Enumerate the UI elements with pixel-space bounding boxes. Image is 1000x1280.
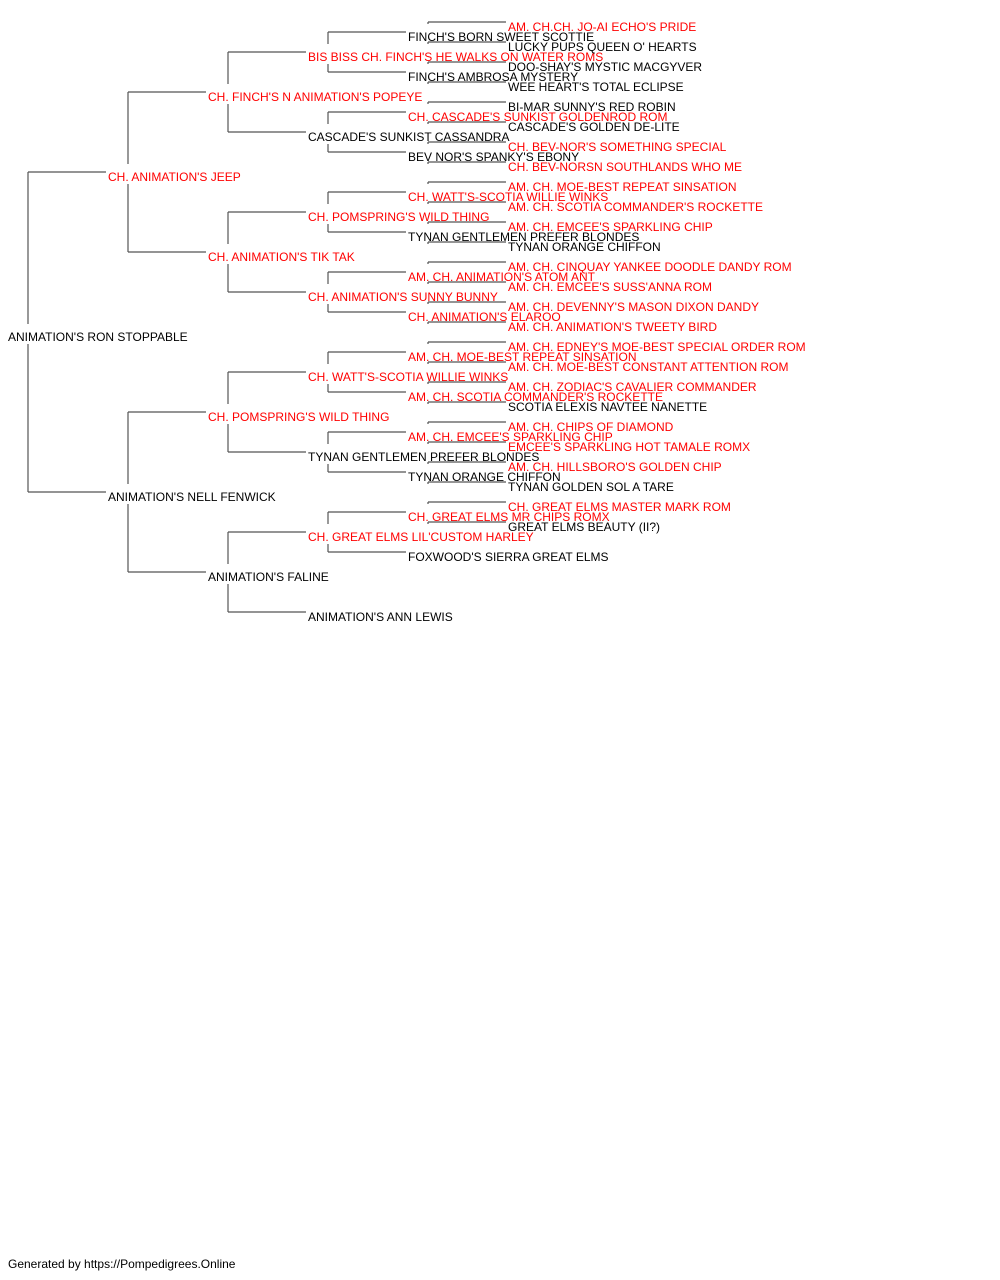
dog-name-gen5: AM. CH. ZODIAC'S CAVALIER COMMANDER <box>508 380 757 394</box>
dog-name-gen5: TYNAN GOLDEN SOL A TARE <box>508 480 674 494</box>
dog-name-gen5: AM. CH.CH. JO-AI ECHO'S PRIDE <box>508 20 697 34</box>
dog-name-gen2: ANIMATION'S FALINE <box>208 570 329 584</box>
dog-name-gen4: CH. ANIMATION'S ELAROO <box>408 310 561 324</box>
dog-name-gen4: AM. CH. ANIMATION'S ATOM ANT <box>408 270 595 284</box>
dog-name-gen5: BI-MAR SUNNY'S RED ROBIN <box>508 100 676 114</box>
dog-name-gen4: TYNAN GENTLEMEN PREFER BLONDES <box>408 230 640 244</box>
dog-name-gen5: GREAT ELMS BEAUTY (II?) <box>508 520 661 534</box>
dog-name-gen1: ANIMATION'S NELL FENWICK <box>108 490 276 504</box>
dog-name-gen3: CH. ANIMATION'S SUNNY BUNNY <box>308 290 498 304</box>
dog-name-gen4: AM. CH. EMCEE'S SPARKLING CHIP <box>408 430 613 444</box>
dog-name-gen5: DOO-SHAY'S MYSTIC MACGYVER <box>508 60 703 74</box>
dog-name-gen5: AM. CH. EDNEY'S MOE-BEST SPECIAL ORDER R… <box>508 340 806 354</box>
dog-name-gen2: CH. POMSPRING'S WILD THING <box>208 410 390 424</box>
dog-name-gen4: BEV NOR'S SPANKY'S EBONY <box>408 150 580 164</box>
footer-credit: Generated by https://Pompedigrees.Online <box>8 1257 236 1271</box>
dog-name-gen4: CH. CASCADE'S SUNKIST GOLDENROD ROM <box>408 110 668 124</box>
dog-name-gen5: AM. CH. DEVENNY'S MASON DIXON DANDY <box>508 300 759 314</box>
dog-name-gen5: AM. CH. ANIMATION'S TWEETY BIRD <box>508 320 717 334</box>
dog-name-gen3: CASCADE'S SUNKIST CASSANDRA <box>308 130 510 144</box>
dog-name-gen4: CH. WATT'S-SCOTIA WILLIE WINKS <box>408 190 609 204</box>
dog-name-gen5: TYNAN ORANGE CHIFFON <box>508 240 661 254</box>
dog-name-gen5: AM. CH. MOE-BEST REPEAT SINSATION <box>508 180 737 194</box>
dog-name-gen3: TYNAN GENTLEMEN PREFER BLONDES <box>308 450 540 464</box>
dog-name-gen3: CH. GREAT ELMS LIL'CUSTOM HARLEY <box>308 530 534 544</box>
dog-name-gen4: FOXWOOD'S SIERRA GREAT ELMS <box>408 550 609 564</box>
dog-name-gen5: AM. CH. CINQUAY YANKEE DOODLE DANDY ROM <box>508 260 792 274</box>
dog-name-gen5: CH. GREAT ELMS MASTER MARK ROM <box>508 500 731 514</box>
dog-name-gen5: CH. BEV-NOR'S SOMETHING SPECIAL <box>508 140 727 154</box>
dog-name-gen5: AM. CH. SCOTIA COMMANDER'S ROCKETTE <box>508 200 763 214</box>
dog-name-gen3: CH. POMSPRING'S WILD THING <box>308 210 490 224</box>
dog-name-gen4: AM. CH. SCOTIA COMMANDER'S ROCKETTE <box>408 390 663 404</box>
dog-name-gen5: AM. CH. EMCEE'S SUSS'ANNA ROM <box>508 280 712 294</box>
dog-name-gen5: SCOTIA ELEXIS NAVTEE NANETTE <box>508 400 708 414</box>
dog-name-gen4: CH. GREAT ELMS MR CHIPS ROMX <box>408 510 610 524</box>
dog-name-gen3: BIS BISS CH. FINCH'S HE WALKS ON WATER R… <box>308 50 604 64</box>
dog-name-gen5: CH. BEV-NORSN SOUTHLANDS WHO ME <box>508 160 743 174</box>
dog-name-gen5: AM. CH. MOE-BEST CONSTANT ATTENTION ROM <box>508 360 789 374</box>
dog-name-gen4: TYNAN ORANGE CHIFFON <box>408 470 561 484</box>
dog-name-gen3: ANIMATION'S ANN LEWIS <box>308 610 453 624</box>
dog-name-gen1: CH. ANIMATION'S JEEP <box>108 170 241 184</box>
dog-name-gen4: FINCH'S AMBROSA MYSTERY <box>408 70 579 84</box>
dog-name-gen0: ANIMATION'S RON STOPPABLE <box>8 330 188 344</box>
dog-name-gen4: FINCH'S BORN SWEET SCOTTIE <box>408 30 595 44</box>
dog-name-gen3: CH. WATT'S-SCOTIA WILLIE WINKS <box>308 370 509 384</box>
dog-name-gen5: AM. CH. EMCEE'S SPARKLING CHIP <box>508 220 713 234</box>
dog-name-gen5: AM. CH. CHIPS OF DIAMOND <box>508 420 674 434</box>
dog-name-gen5: AM. CH. HILLSBORO'S GOLDEN CHIP <box>508 460 722 474</box>
dog-name-gen4: AM. CH. MOE-BEST REPEAT SINSATION <box>408 350 637 364</box>
dog-name-gen5: WEE HEART'S TOTAL ECLIPSE <box>508 80 684 94</box>
dog-name-gen2: CH. FINCH'S N ANIMATION'S POPEYE <box>208 90 423 104</box>
dog-name-gen2: CH. ANIMATION'S TIK TAK <box>208 250 355 264</box>
dog-name-gen5: LUCKY PUPS QUEEN O' HEARTS <box>508 40 697 54</box>
dog-name-gen5: EMCEE'S SPARKLING HOT TAMALE ROMX <box>508 440 751 454</box>
dog-name-gen5: CASCADE'S GOLDEN DE-LITE <box>508 120 680 134</box>
